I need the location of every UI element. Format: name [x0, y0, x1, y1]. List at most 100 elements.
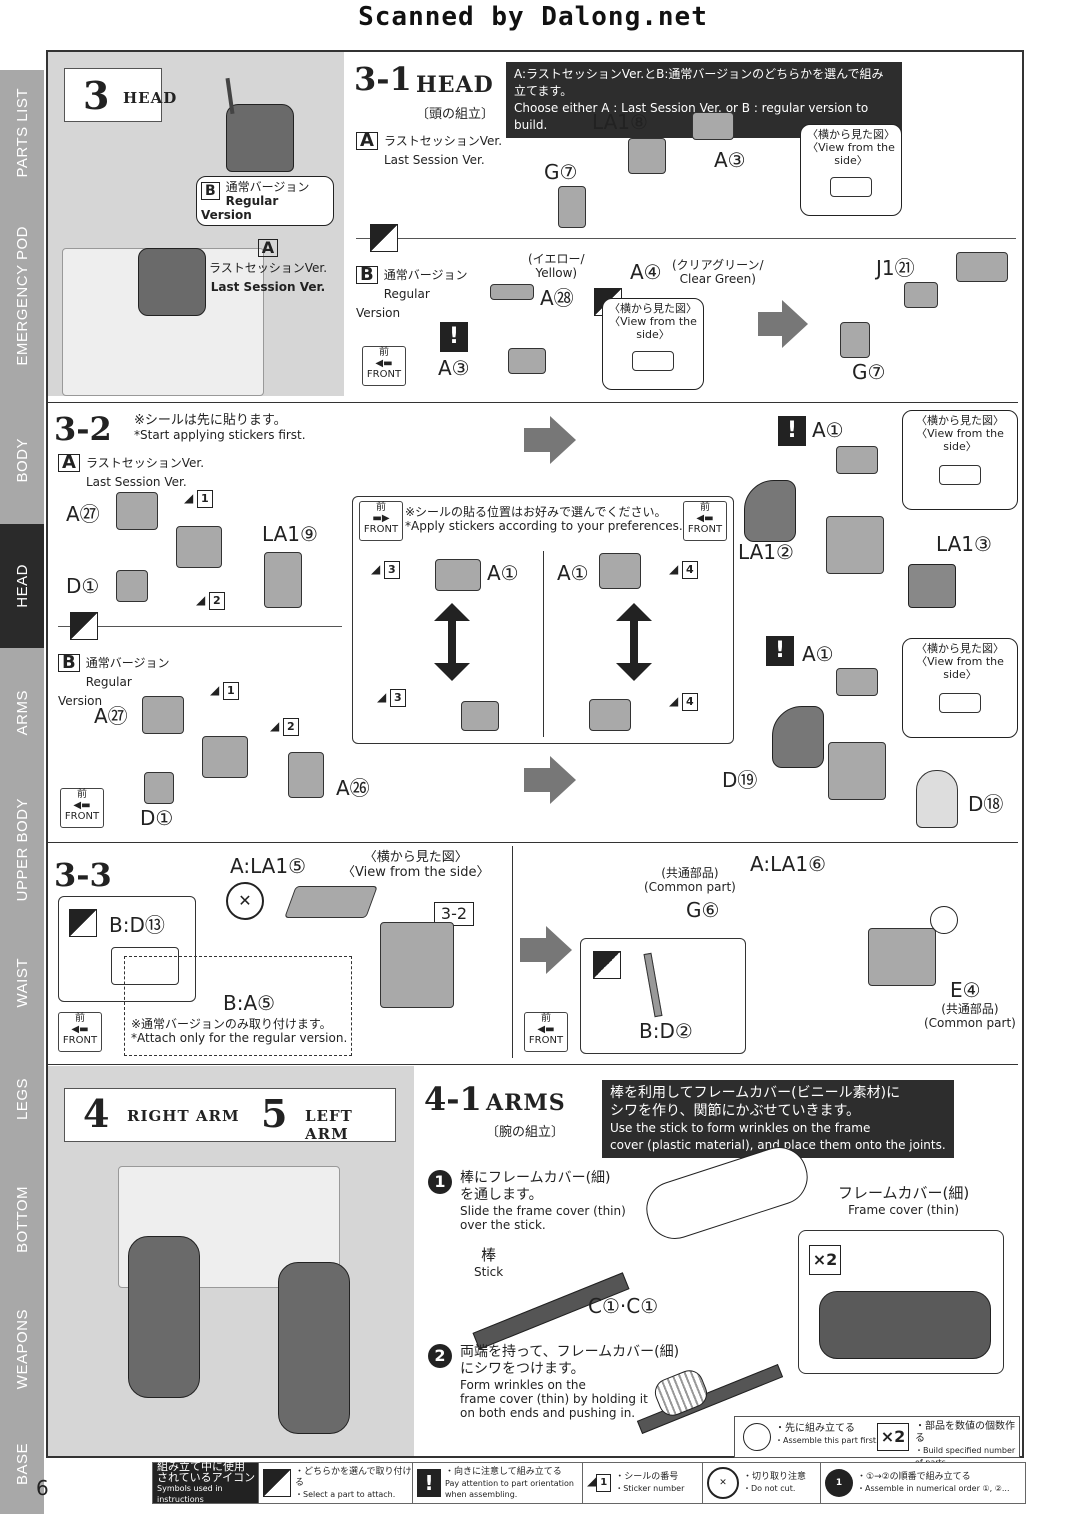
part-g7: G⑦	[544, 160, 578, 184]
sticker-number: ◢ 2	[196, 592, 225, 610]
part-d1: D①	[66, 574, 100, 598]
part-la1-2-shape	[744, 480, 796, 542]
part-a1-shape	[435, 559, 481, 591]
section-3-number: 3	[83, 73, 110, 118]
choose-version-note: A:ラストセッションVer.とB:通常バージョンのどちらかを選んで組み立てます。…	[506, 62, 902, 138]
tab-head[interactable]: HEAD	[0, 524, 44, 650]
section-3-title: HEAD	[123, 89, 178, 107]
tab-arms[interactable]: ARMS	[0, 648, 44, 780]
select-part-icon	[593, 951, 621, 979]
side-view-callout-3: 〈横から見た図〉〈View from the side〉	[902, 410, 1018, 510]
part-d19-shape	[772, 706, 824, 768]
front-direction-badge: 前◀▬FRONT	[524, 1012, 568, 1052]
step-3-3-number: 3-3	[54, 856, 112, 894]
side-view-diagram	[939, 465, 981, 485]
head-assembly-3-3-shape	[380, 922, 454, 1008]
option-a-label: A ラストセッションVer. Last Session Ver.	[58, 452, 204, 490]
swap-arrows	[616, 603, 652, 681]
tab-legs[interactable]: LEGS	[0, 1044, 44, 1156]
front-direction-badge: 前◀▬FRONT	[58, 1012, 102, 1052]
step-2-text: 両端を持って、フレームカバー(細) にシワをつけます。 Form wrinkle…	[460, 1344, 680, 1420]
sticker-number: ◢ 4	[669, 561, 698, 579]
part-a27-regular: A㉗	[94, 704, 128, 728]
head-core-regular-shape	[202, 736, 248, 778]
part-g7-shape	[558, 186, 586, 228]
tab-weapons[interactable]: WEAPONS	[0, 1284, 44, 1416]
part-a1-shape	[599, 553, 641, 589]
frame-cover-quantity-box: ×2	[798, 1230, 1004, 1374]
tab-base[interactable]: BASE	[0, 1414, 44, 1516]
divider	[356, 238, 1016, 239]
section-3-label: 3 HEAD	[64, 68, 176, 122]
side-view-label: 〈横から見た図〉〈View from the side〉	[342, 850, 490, 880]
step-3-2-panel: 3-2 ※シールは先に貼ります。 *Start applying sticker…	[50, 406, 1018, 838]
part-a1-final: A①	[812, 418, 844, 442]
attention-icon: !	[766, 636, 794, 666]
next-step-arrow-body	[524, 428, 550, 452]
part-g7-regular-shape	[840, 322, 870, 358]
attention-icon: !	[417, 1469, 441, 1497]
tab-parts-list[interactable]: PARTS LIST	[0, 70, 44, 198]
front-direction-badge: 前◀▬FRONT	[683, 501, 727, 541]
part-a1: A①	[557, 561, 589, 585]
sticker-number: ◢ 1	[184, 490, 213, 508]
side-view-callout-1: 〈横から見た図〉〈View from the side〉	[800, 124, 902, 216]
part-a3-shape	[692, 112, 734, 140]
tab-emergency-pod[interactable]: EMERGENCY POD	[0, 196, 44, 398]
page-number: 6	[36, 1476, 49, 1500]
part-a-la1-5: A:LA1⑤	[230, 854, 307, 878]
legend-do-not-cut: ✕ ・切り取り注意・Do not cut.	[702, 1462, 826, 1504]
side-view-diagram	[830, 177, 872, 197]
sticker-number: ◢ 3	[377, 689, 406, 707]
front-direction-badge: 前◀▬FRONT	[362, 346, 406, 386]
head-assembly-final-shape	[868, 928, 936, 986]
do-not-cut-icon: ✕	[707, 1467, 739, 1499]
step-order-icon: 1	[825, 1469, 853, 1497]
wrinkled-cover-illustration	[819, 1291, 991, 1359]
next-step-arrow	[782, 300, 808, 348]
part-a27-shape	[116, 492, 158, 530]
regular-only-note: ※通常バージョンのみ取り付けます。 *Attach only for the r…	[131, 1017, 348, 1045]
assemble-first-text: ・先に組み立てる・Assemble this part first.	[775, 1423, 879, 1445]
sticker-number: ◢ 1	[210, 682, 239, 700]
option-b-d2-box: B:D②	[580, 938, 746, 1054]
part-la1-8-shape	[628, 138, 666, 174]
divider	[58, 626, 342, 627]
front-direction-badge: 前▬▶FRONT	[359, 501, 403, 541]
part-d19: D⑲	[722, 768, 758, 792]
tab-bottom[interactable]: BOTTOM	[0, 1154, 44, 1286]
option-a-label: A ラストセッションVer. Last Session Ver.	[356, 130, 502, 168]
tab-waist[interactable]: WAIST	[0, 922, 44, 1046]
swap-arrows	[434, 603, 470, 681]
part-a1-final-2: A①	[802, 642, 834, 666]
quantity-badge: ×2	[809, 1245, 841, 1275]
next-step-arrow-body	[524, 768, 550, 792]
head-assembly-b-shape	[828, 742, 886, 800]
tab-upper-body[interactable]: UPPER BODY	[0, 778, 44, 924]
step-4-1-panel: 4-1 ARMS 〔腕の組立〕 棒を利用してフレームカバー(ビニール素材)に シ…	[420, 1072, 1016, 1452]
part-d1-regular-shape	[144, 772, 174, 804]
part-a26: A㉖	[336, 776, 370, 800]
part-g7-regular: G⑦	[852, 360, 886, 384]
sticker-first-note: ※シールは先に貼ります。 *Start applying stickers fi…	[134, 413, 306, 443]
next-step-arrow-body	[758, 312, 784, 336]
front-direction-badge: 前◀▬FRONT	[60, 788, 104, 828]
part-a1: A①	[487, 561, 519, 585]
step-3-1-panel: 3-1 HEAD 〔頭の組立〕 A:ラストセッションVer.とB:通常バージョン…	[352, 58, 1016, 398]
callout-regular-version: B 通常バージョン Regular Version	[196, 176, 334, 226]
robot-head-illustration	[138, 248, 206, 316]
part-la1-3-shape	[908, 564, 956, 608]
part-j1-21-shape	[904, 282, 938, 308]
part-d1-regular: D①	[140, 806, 174, 830]
part-la1-8: LA1⑧	[592, 110, 648, 134]
part-d18: D⑱	[968, 792, 1004, 816]
part-b-a5: B:A⑤	[223, 991, 276, 1015]
part-la1-9-shape	[264, 552, 302, 608]
sticker-number: ◢ 4	[669, 693, 698, 711]
option-b-d13-box: B:D⑬	[58, 896, 196, 1002]
sticker-preference-box: 前▬▶FRONT 前◀▬FRONT ※シールの貼る位置はお好みで選んでください。…	[352, 496, 734, 744]
part-d18-shape	[916, 770, 958, 828]
tab-body[interactable]: BODY	[0, 396, 44, 526]
side-view-diagram	[939, 693, 981, 713]
